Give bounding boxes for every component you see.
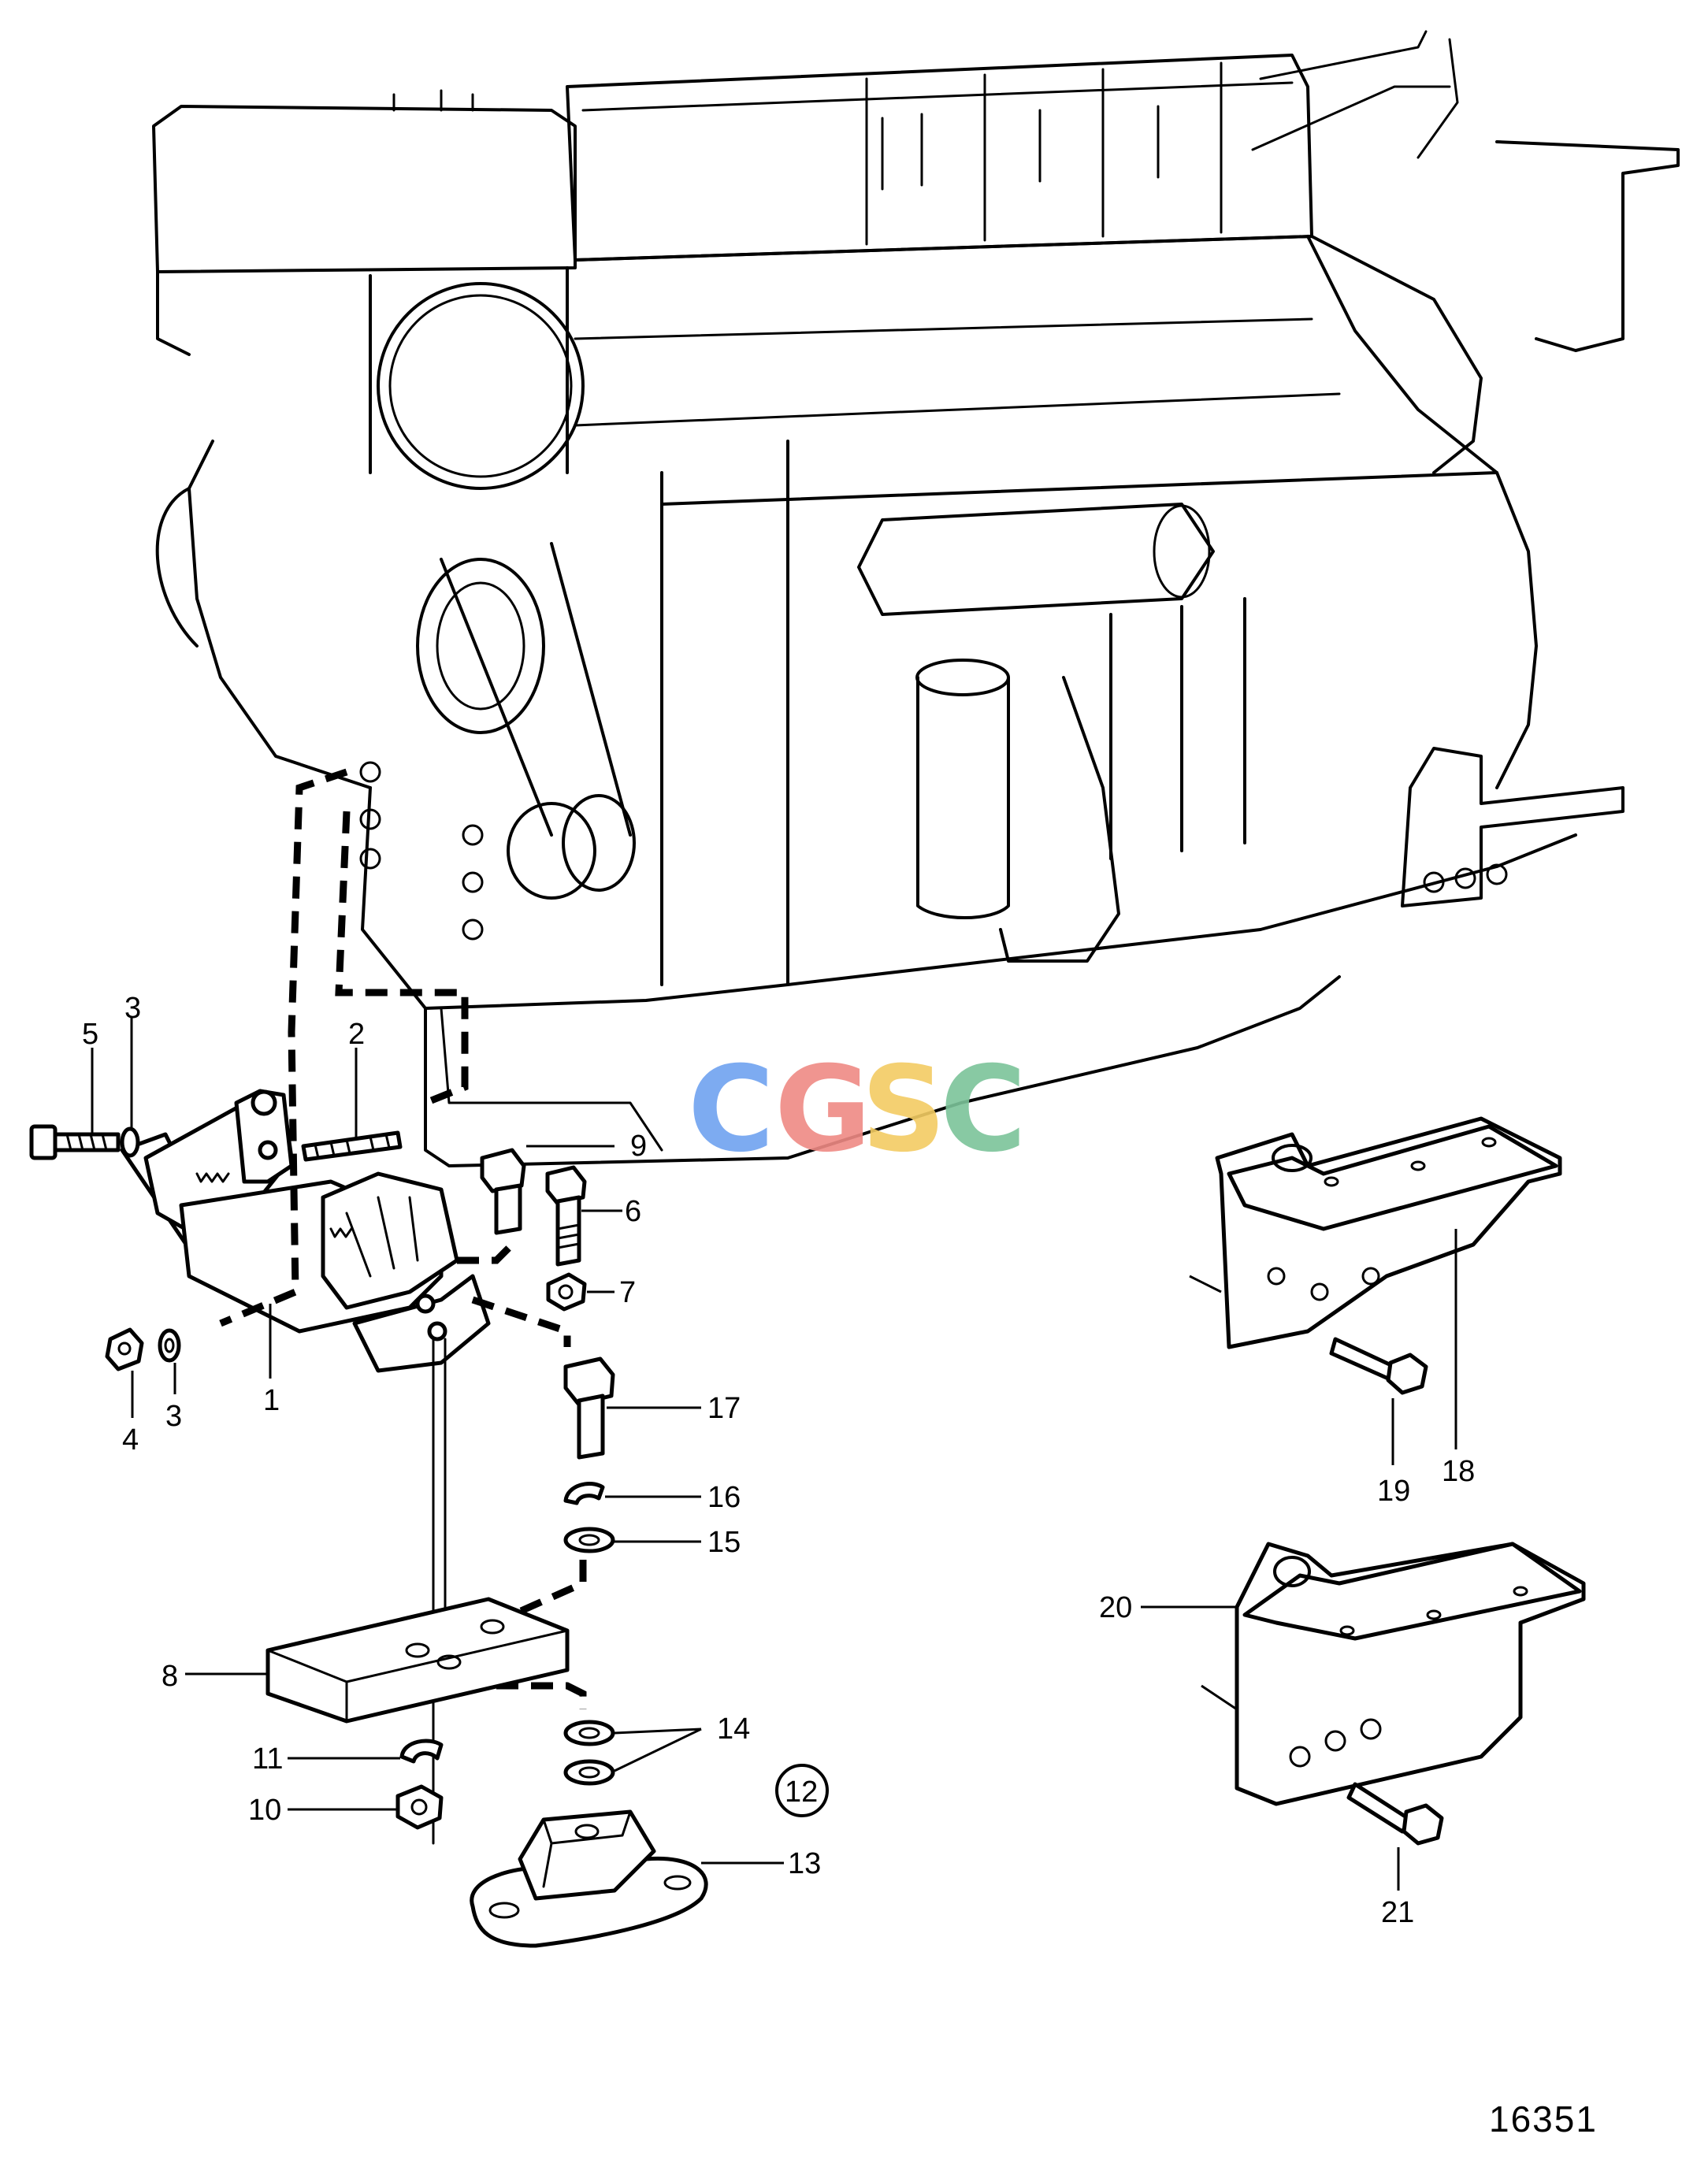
leader-lines [91,1016,1457,1891]
callout-11: 11 [252,1742,283,1776]
part-3-washer-top [120,1126,140,1158]
callout-5: 5 [82,1018,98,1051]
part-18-bracket [1215,1116,1562,1349]
front-engine-bracket [120,1089,491,1373]
figure-number: 16351 [1489,2099,1598,2139]
watermark-cgsc: C G S C [688,1041,1027,1178]
part-17-bolt [563,1356,615,1460]
callout-12: 12 [785,1776,818,1809]
part-10-nut [395,1784,444,1830]
callout-19: 19 [1377,1475,1410,1508]
part-9-bolt [480,1148,526,1235]
callout-7: 7 [619,1276,636,1309]
callout-12-circle [775,1764,829,1817]
callout-4: 4 [122,1423,139,1457]
callout-6: 6 [625,1195,641,1228]
callout-1: 1 [263,1384,280,1417]
part-20-bracket [1235,1542,1586,1806]
part-15-washer [563,1527,615,1553]
part-21-bolt [1346,1782,1444,1846]
watermark-letter-g: G [774,1041,871,1178]
callout-10: 10 [248,1794,281,1827]
part-19-bolt [1329,1337,1428,1395]
part-7-nut [546,1272,587,1312]
callout-3-top: 3 [124,992,141,1025]
callout-13: 13 [788,1847,821,1880]
watermark-letter-c2: C [940,1041,1027,1178]
part-11-lockwasher [399,1739,444,1764]
callout-16: 16 [707,1481,741,1514]
callout-3-bottom: 3 [165,1400,182,1433]
callout-20: 20 [1099,1591,1132,1624]
callout-labels: 5 3 2 9 6 7 1 4 3 17 16 15 8 14 11 10 12… [82,992,1475,1929]
engine-drawing [152,30,1680,1167]
part-2-stud [301,1130,403,1162]
callout-2: 2 [348,1018,365,1051]
callout-14: 14 [717,1713,750,1746]
callout-21: 21 [1381,1896,1414,1929]
callout-8: 8 [162,1660,178,1693]
part-13-rubber-mount [470,1809,708,1948]
callout-9: 9 [630,1130,647,1163]
part-3-washer-bottom [158,1328,181,1363]
callout-15: 15 [707,1526,741,1559]
part-8-plate [265,1597,570,1724]
watermark-letter-c1: C [688,1041,774,1178]
part-16-lockwasher [563,1482,605,1505]
callout-17: 17 [707,1392,741,1425]
callout-18: 18 [1442,1455,1475,1488]
part-4-nut [105,1327,144,1371]
part-5-bolt [29,1124,121,1160]
watermark-letter-s: S [861,1041,946,1178]
part-14-washers [563,1720,615,1786]
part-6-bolt [545,1165,587,1267]
